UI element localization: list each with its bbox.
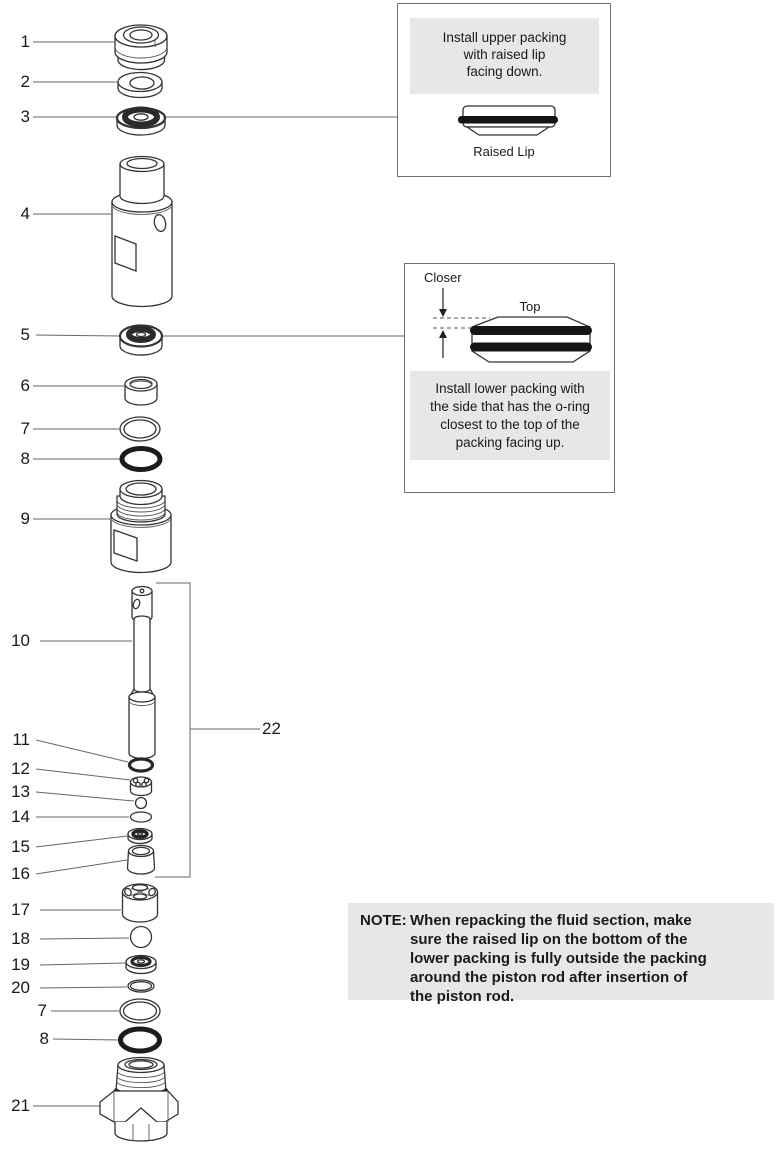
upper-instruction-line-1: Install upper packing — [442, 30, 567, 45]
lower-instruction-line-2: the side that has the o-ring — [430, 399, 590, 414]
closer-label: Closer — [424, 270, 462, 285]
callout-20: 20 — [11, 978, 30, 997]
part-3-upper-packing — [115, 106, 167, 136]
callout-6: 6 — [20, 376, 30, 395]
part-1-packing-nut — [114, 24, 168, 71]
raised-lip-caption: Raised Lip — [473, 144, 535, 159]
callout-7-lower: 7 — [37, 1001, 47, 1020]
part-9-lower-cylinder — [110, 479, 172, 574]
bracket-22 — [155, 582, 191, 878]
part-7-oring-upper — [119, 416, 161, 442]
callout-7: 7 — [20, 419, 30, 438]
part-5-lower-packing — [118, 324, 164, 356]
upper-instruction-line-3: facing down. — [466, 64, 543, 79]
part-8-oring-black-lower — [118, 1026, 162, 1054]
part-11-oring-small — [127, 757, 155, 773]
callout-2: 2 — [20, 72, 30, 91]
callout-5: 5 — [20, 325, 30, 344]
callout-10: 10 — [11, 631, 30, 650]
callout-9: 9 — [20, 509, 30, 528]
repacking-note: NOTE: When repacking the fluid section, … — [348, 903, 774, 1005]
note-line-1: When repacking the fluid section, make — [410, 912, 692, 929]
lower-packing-instruction-panel: Install lower packing with the side that… — [410, 371, 610, 460]
callout-8: 8 — [20, 449, 30, 468]
part-4-upper-cylinder — [111, 155, 173, 308]
top-label: Top — [519, 299, 541, 314]
part-13-ball-small — [134, 796, 148, 810]
lower-instruction-line-1: Install lower packing with — [435, 381, 585, 396]
upper-instruction-line-2: with raised lip — [463, 47, 546, 62]
callout-8-lower: 8 — [39, 1029, 49, 1048]
callout-1: 1 — [20, 32, 30, 51]
callout-17: 17 — [11, 900, 30, 919]
part-18-ball-large — [129, 925, 153, 949]
callout-19: 19 — [11, 955, 30, 974]
callout-12: 12 — [11, 759, 30, 778]
callout-13: 13 — [11, 782, 30, 801]
lower-instruction-line-4: packing facing up. — [455, 435, 565, 450]
part-21-foot-valve — [99, 1056, 179, 1142]
part-12-ball-cage-small — [129, 776, 153, 797]
part-15-seat-small — [127, 827, 153, 845]
part-6-gland — [124, 376, 158, 406]
lower-instruction-line-3: closest to the top of the — [440, 417, 580, 432]
upper-packing-illustration — [458, 105, 558, 136]
callout-4: 4 — [20, 204, 30, 223]
note-line-4: around the piston rod after insertion of — [410, 969, 688, 986]
part-20-oring-thin — [127, 979, 155, 993]
part-14-oring-small — [129, 811, 153, 823]
lower-packing-box: Closer Top Install lower packing with th… — [404, 263, 615, 493]
note-line-2: sure the raised lip on the bottom of the — [410, 931, 688, 948]
part-8-oring-black-upper — [119, 446, 163, 472]
part-19-seat-large — [125, 954, 157, 975]
upper-packing-box: Install upper packing with raised lip fa… — [397, 3, 611, 177]
part-17-ball-cage-large — [121, 883, 159, 923]
note-text: When repacking the fluid section, make s… — [410, 911, 707, 1005]
note-line-3: lower packing is fully outside the packi… — [410, 950, 707, 967]
leader-lines — [33, 41, 404, 1107]
part-10-piston-rod — [128, 585, 156, 760]
callout-15: 15 — [11, 837, 30, 856]
part-7-oring-lower — [119, 998, 161, 1024]
note-line-5: the piston rod. — [410, 988, 515, 1005]
part-2-washer — [117, 71, 163, 99]
callout-14: 14 — [11, 807, 30, 826]
lower-packing-illustration — [433, 288, 592, 363]
callout-11: 11 — [12, 730, 30, 749]
note-label: NOTE: — [360, 912, 407, 929]
callout-21: 21 — [11, 1096, 30, 1115]
callout-16: 16 — [11, 864, 30, 883]
callout-18: 18 — [11, 929, 30, 948]
callout-3: 3 — [20, 107, 30, 126]
callout-22: 22 — [262, 719, 281, 738]
upper-packing-instruction-panel: Install upper packing with raised lip fa… — [410, 18, 599, 94]
part-16-piston-cup — [126, 844, 156, 875]
